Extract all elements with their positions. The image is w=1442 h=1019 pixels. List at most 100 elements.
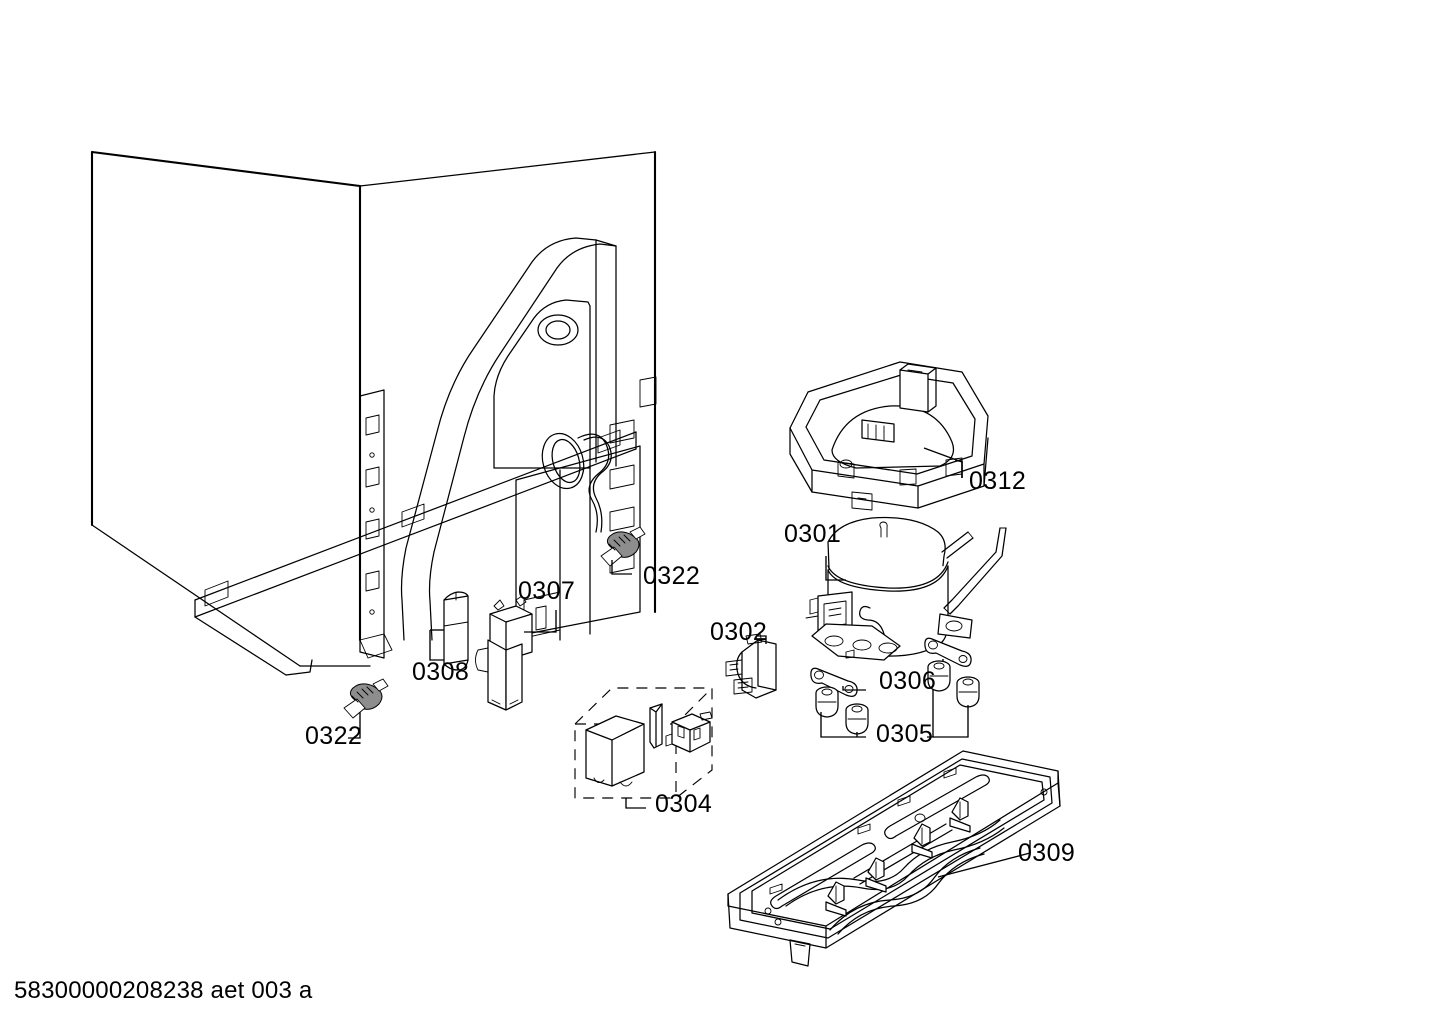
clip-1-base [825,901,847,917]
suction-tube-a [943,527,1001,609]
part-0301-compressor [805,516,1007,661]
clip-2-base [865,877,887,893]
compressor-terminal-face [823,600,847,628]
leader-0301 [825,556,846,581]
compartment-bracket-1 [609,419,635,444]
part-label-0322-upper: 0322 [643,562,700,590]
part-0308-capacitor [429,591,469,671]
front-post [359,389,385,659]
tray-clip-fins [867,423,885,441]
compressor-base-hole-3 [878,642,898,654]
part-0322-levelling-feet [343,526,646,739]
part-label-0322-lower: 0322 [305,722,362,750]
machine-compartment [515,419,641,641]
tray-clip-block [861,419,895,443]
tray-drain-nipple [851,491,873,511]
foot-lower-tip [372,678,389,692]
part-0312-evaporation-tray [789,361,989,511]
tray-spigot-front [899,369,929,413]
channel-cross-a [829,847,981,931]
grommet-2-bore [851,705,863,713]
part-label-0302: 0302 [710,618,767,646]
cabinet-assembly [90,150,657,676]
discharge-tube-a [941,531,969,553]
grommet-4-bore [962,678,974,686]
front-post-slot-1 [365,414,380,436]
base-plate-lip [739,758,1053,939]
clip-4-base [949,817,971,833]
foot-lower-stem [343,698,366,719]
compartment-bracket-3 [609,506,635,532]
protector-top-tab [745,633,763,645]
front-post-slot-2 [365,466,380,488]
compartment-base-slot [535,605,547,631]
tray-spigot-side [927,367,937,413]
leader-0309 [937,840,1031,878]
part-0309-base-plate [727,750,1061,967]
base-plate-hole-b [764,907,772,915]
base-plate-rim-line [825,782,1059,927]
leader-0322-lower [348,712,361,739]
lower-flange-foot [285,659,313,676]
tray-dome [831,405,955,469]
leader-0322-upper [611,560,632,575]
compressor-foot-hole [945,620,963,632]
recess-boss-outer [537,314,579,346]
front-post-slot-3 [365,518,380,540]
relay-shroud-left [487,639,507,711]
leader-0307 [524,610,557,633]
relay-shroud-right [505,643,523,711]
compressor-top-mark [879,521,888,538]
tray-boss-left [839,459,853,469]
channel-cross-b [837,853,985,935]
upper-mount-plate [639,376,657,408]
part-label-0312: 0312 [969,467,1026,495]
levelling-foot-upper [600,526,646,575]
compressor-wire-lug [805,615,819,619]
compressor-terminal-tab [809,597,819,615]
relay-prong-b [515,595,527,607]
drain-hose-edge [583,436,612,533]
leader-0312-arm [923,447,963,463]
leader-0308 [429,630,444,661]
front-post-strip [359,389,393,659]
front-post-slot-4 [365,570,380,592]
protector-spade-2-slots [737,681,749,689]
capacitor-band [443,621,469,627]
suction-tube-b [949,527,1007,615]
capacitor-top [443,591,469,601]
foot-upper-ribs [608,534,631,551]
base-plate-tab-slot [794,943,806,947]
part-0304-relay-cover-kit [574,687,713,809]
grommet-4-body [956,682,980,708]
leader-0306-left [842,686,866,691]
foot-lower-ribs [351,686,374,703]
front-post-hole-2 [369,507,375,513]
compartment-bracket-2 [609,464,635,490]
compressor-terminal-pins [828,607,842,617]
part-label-0305: 0305 [876,720,933,748]
compressor-foot-right [937,613,973,639]
tray-drain-slot [857,497,867,500]
retaining-clips [825,797,971,917]
grommet-3-bore [933,662,945,670]
compartment-panel [515,445,641,637]
rail-tab-right [597,429,621,454]
compressor-base-hole-1 [824,635,844,647]
leader-0305-d [933,705,969,738]
capacitor-body [443,595,469,665]
drawing-reference-code: 58300000208238 aet 003 a [14,977,313,1004]
clip-a-hole [958,655,968,663]
relay-prong-a [493,599,505,611]
rail-tab-left [204,580,229,607]
protector-spade-1 [725,659,743,677]
protector-edge [757,639,777,691]
base-plate-corner-tab [789,939,811,967]
lower-flange-diag [194,616,287,676]
bracket-clip-a [924,637,972,667]
recess-outer-contour [400,237,597,641]
base-plate-hole-c [1040,788,1048,796]
levelling-foot-lower [343,678,389,739]
